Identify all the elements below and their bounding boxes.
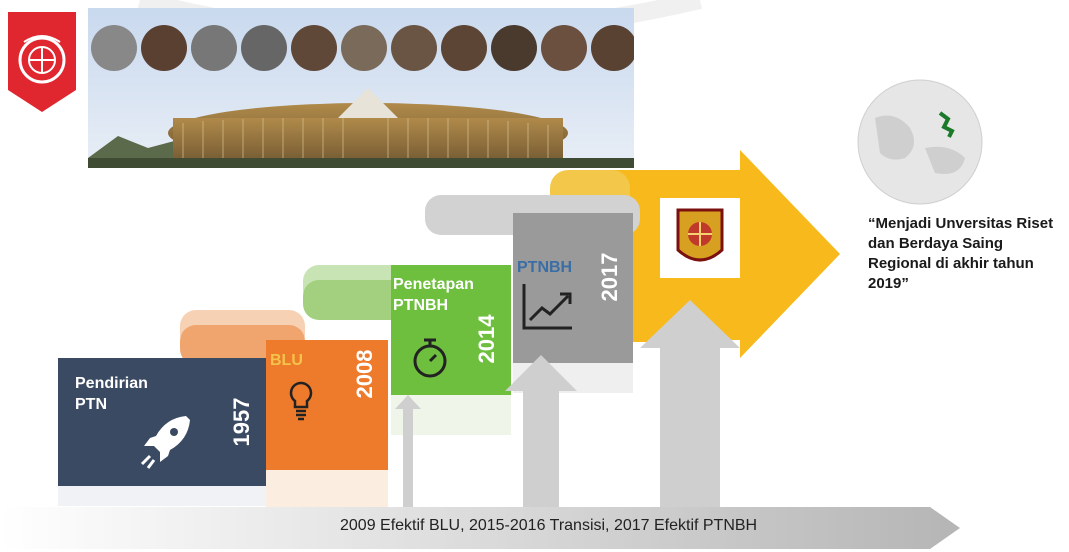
- vertical-arrow-1: [395, 395, 421, 507]
- globe-icon: [857, 79, 983, 205]
- step-label-blu: BLU: [270, 352, 303, 369]
- logo-box: [660, 198, 740, 278]
- step-card-blu-2008: [180, 310, 388, 508]
- step-card-ptnbh-2017: [425, 195, 640, 393]
- vertical-arrow-2: [505, 355, 577, 507]
- step-year-2017: 2017: [597, 252, 622, 302]
- vertical-arrow-3: [640, 300, 740, 507]
- vision-statement: “Menjadi Unversitas Riset dan Berdaya Sa…: [868, 215, 1054, 292]
- step-year-2008: 2008: [352, 349, 377, 399]
- step-year-2014: 2014: [474, 314, 499, 364]
- rector-banner-photo: [88, 8, 634, 168]
- trend-chart-icon: [522, 284, 572, 330]
- timeline-footer-arrow: [0, 507, 960, 549]
- step-label-penetapan-line2: PTNBH: [393, 297, 449, 314]
- step-label-pendirian-line1: Pendirian: [75, 375, 148, 392]
- step-year-1957: 1957: [229, 397, 254, 447]
- step-label-penetapan-line1: Penetapan: [393, 276, 474, 293]
- university-logo-icon: [676, 208, 724, 262]
- lightbulb-icon: [289, 381, 313, 421]
- step-label-pendirian: Pendirian PTN: [75, 373, 148, 415]
- step-label-penetapan: Penetapan PTNBH: [393, 274, 474, 316]
- rocket-icon: [140, 416, 190, 469]
- step-label-ptnbh: PTNBH: [517, 259, 573, 276]
- step-card-pendirian-1957: [58, 358, 266, 506]
- timeline-footer-text: 2009 Efektif BLU, 2015-2016 Transisi, 20…: [340, 517, 758, 534]
- stopwatch-icon: [413, 338, 447, 378]
- step-label-pendirian-line2: PTN: [75, 396, 107, 413]
- university-emblem: [8, 12, 76, 112]
